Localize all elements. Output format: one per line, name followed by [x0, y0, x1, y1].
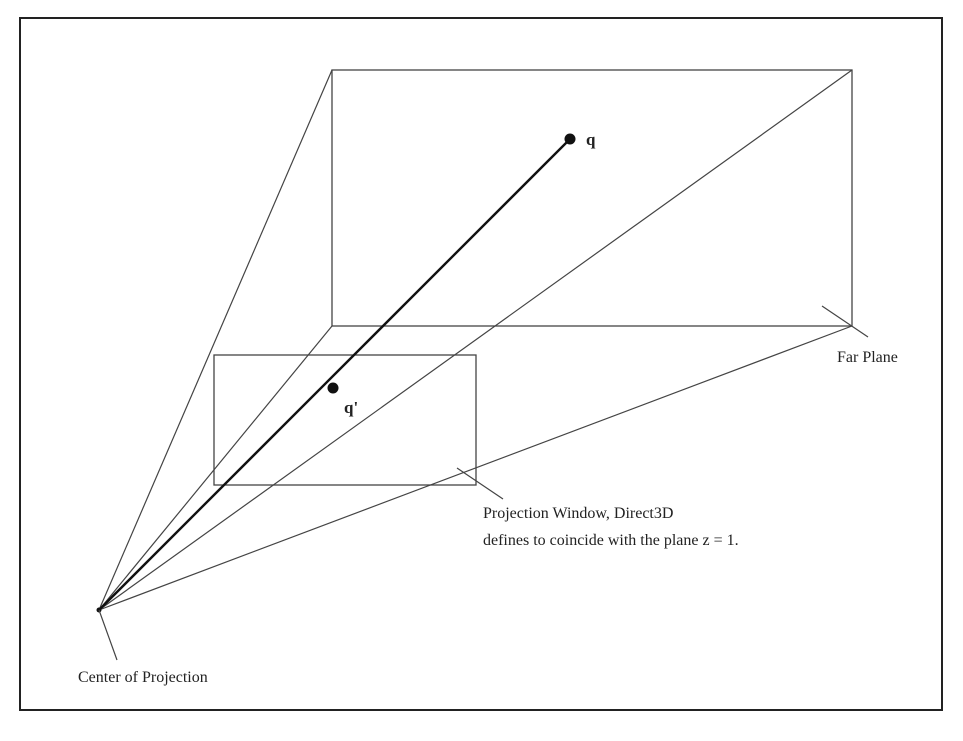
- far-plane-label: Far Plane: [837, 349, 898, 366]
- far-plane: [331, 69, 853, 327]
- frustum-edge-top-right: [98, 69, 853, 611]
- center-of-projection-label: Center of Projection: [78, 669, 208, 686]
- center-of-projection-leader: [98, 609, 118, 661]
- projection-window: [213, 354, 477, 486]
- frustum-edge-bottom-right: [98, 325, 853, 611]
- projection-window-label-line2: defines to coincide with the plane z = 1…: [483, 532, 739, 549]
- frustum-edges: [98, 69, 853, 611]
- point-q: [564, 133, 576, 145]
- label-q-prime: q': [344, 398, 358, 417]
- frustum-edge-bottom-left: [98, 325, 333, 611]
- projection-window-leader: [456, 467, 504, 500]
- label-q: q: [586, 130, 596, 149]
- figure-border: [19, 17, 943, 711]
- point-q-prime: [327, 382, 339, 394]
- projection-ray: [98, 138, 571, 611]
- frustum-edge-top-left: [98, 69, 333, 611]
- far-plane-leader: [821, 305, 869, 338]
- projection-window-label-line1: Projection Window, Direct3D: [483, 505, 673, 522]
